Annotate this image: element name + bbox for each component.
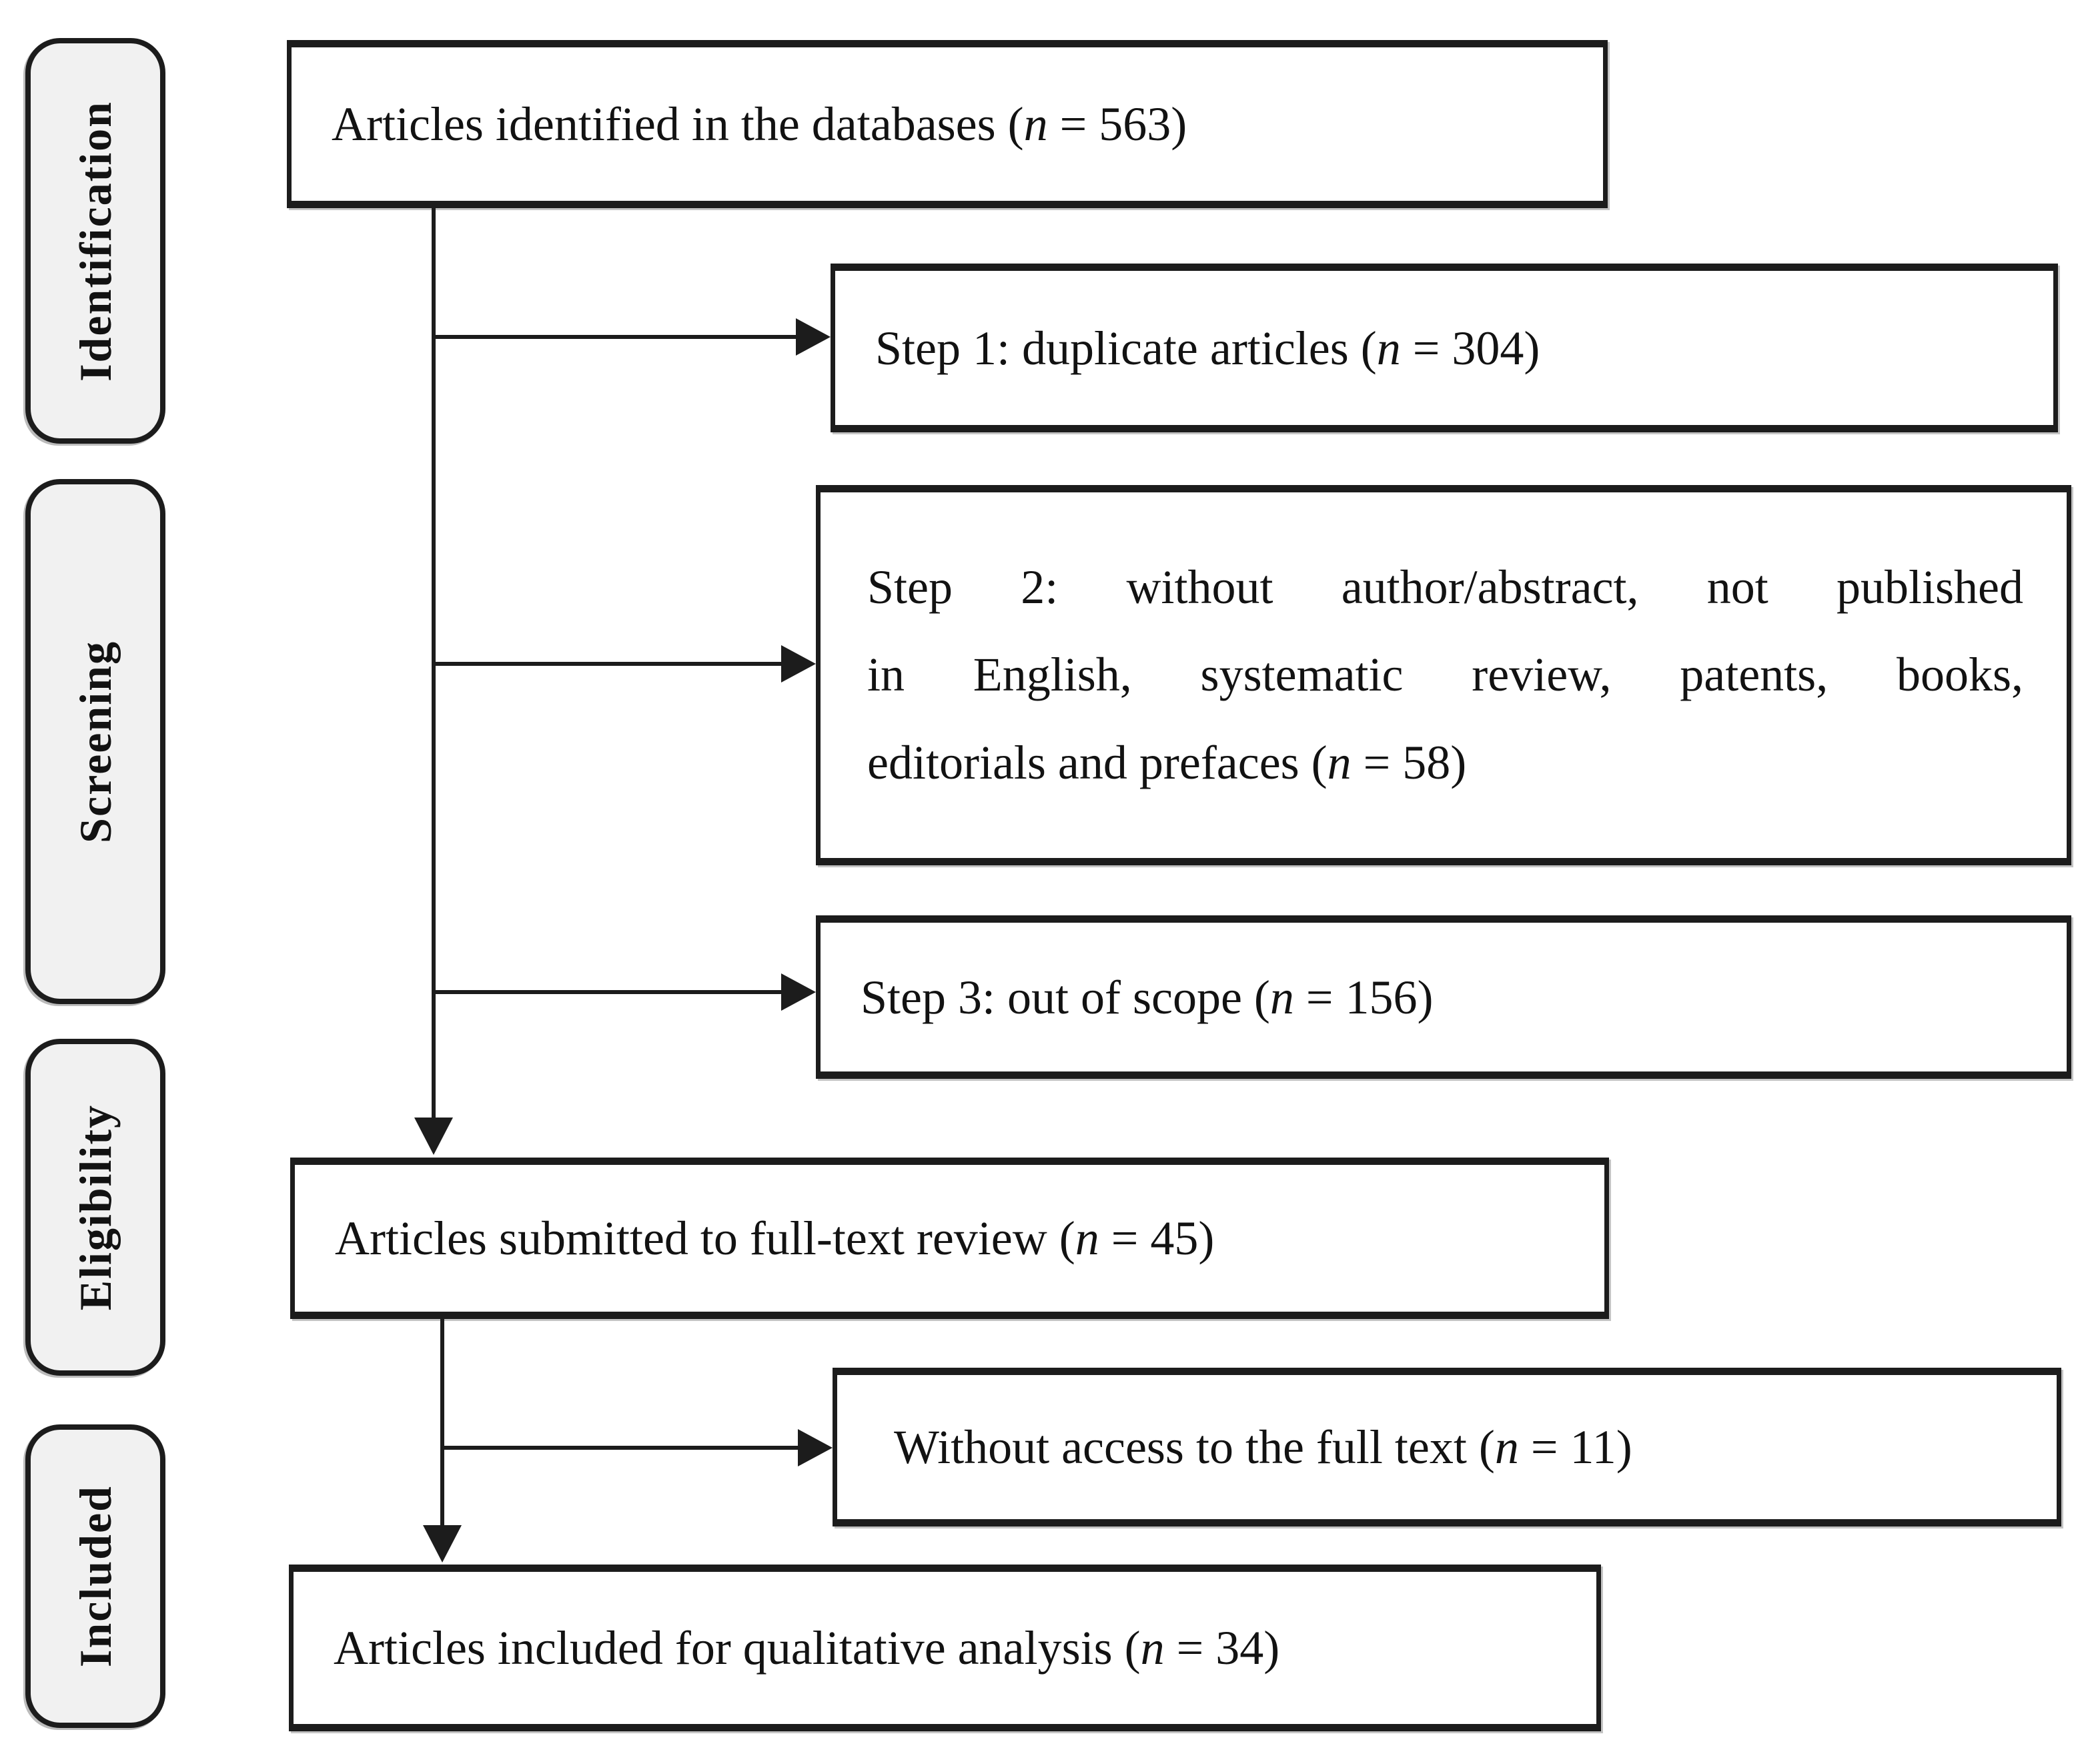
- box-step3-out-of-scope: Step 3: out of scope (n = 156): [816, 915, 2071, 1079]
- box-step3-out-of-scope-text: Step 3: out of scope (n = 156): [861, 970, 1434, 1024]
- stage-included-label: Included: [69, 1485, 121, 1667]
- connector-branch-step1: [432, 335, 796, 339]
- arrowhead-right-step1: [796, 318, 831, 356]
- arrowhead-down-to-fulltext-review: [414, 1118, 453, 1155]
- stage-identification: Identification: [25, 38, 165, 444]
- box-step2-line2: in English, systematic review, patents, …: [867, 648, 2023, 702]
- arrowhead-right-step2: [781, 645, 816, 683]
- box-step2-line3: editorials and prefaces (n = 58): [867, 735, 1467, 789]
- stage-identification-label: Identification: [69, 100, 121, 382]
- box-included-qualitative-text: Articles included for qualitative analys…: [334, 1621, 1280, 1675]
- stage-screening-label: Screening: [69, 640, 121, 843]
- box-articles-identified-text: Articles identified in the databases (n …: [332, 97, 1187, 151]
- stage-eligibility-label: Eligibility: [69, 1104, 121, 1311]
- box-fulltext-review-text: Articles submitted to full-text review (…: [335, 1212, 1215, 1265]
- connector-main-vertical-2: [440, 1319, 444, 1525]
- box-step2-line1: Step 2: without author/abstract, not pub…: [867, 560, 2023, 614]
- arrowhead-right-no-access: [798, 1429, 833, 1466]
- box-fulltext-review: Articles submitted to full-text review (…: [290, 1158, 1609, 1319]
- box-no-fulltext-access-text: Without access to the full text (n = 11): [894, 1420, 1632, 1474]
- stage-screening: Screening: [25, 479, 165, 1004]
- box-step1-duplicates-text: Step 1: duplicate articles (n = 304): [875, 321, 1540, 375]
- connector-branch-step2: [432, 662, 781, 666]
- connector-branch-step3: [432, 990, 781, 994]
- stage-eligibility: Eligibility: [25, 1039, 165, 1376]
- box-step1-duplicates: Step 1: duplicate articles (n = 304): [831, 264, 2058, 432]
- stage-included: Included: [25, 1424, 165, 1728]
- box-articles-identified: Articles identified in the databases (n …: [287, 40, 1608, 208]
- box-included-qualitative: Articles included for qualitative analys…: [289, 1565, 1601, 1731]
- box-no-fulltext-access: Without access to the full text (n = 11): [833, 1368, 2061, 1526]
- connector-branch-no-access: [440, 1446, 798, 1450]
- arrowhead-down-to-included: [423, 1525, 462, 1563]
- box-step2-exclusions: Step 2: without author/abstract, not pub…: [816, 485, 2071, 865]
- arrowhead-right-step3: [781, 973, 816, 1011]
